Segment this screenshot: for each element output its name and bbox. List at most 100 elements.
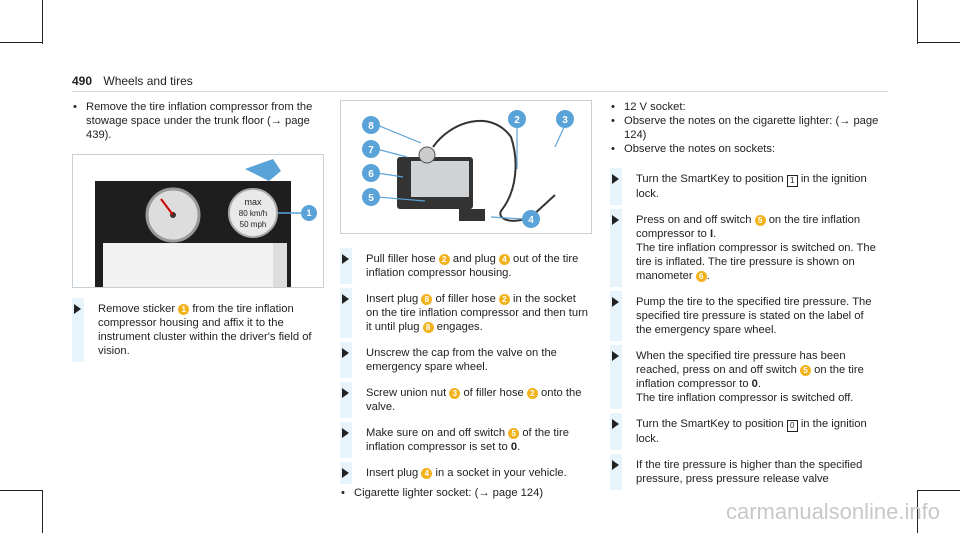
step-text: Insert plug (366, 293, 419, 305)
figure-callout-3: 3 (562, 115, 568, 126)
step-text: . (706, 270, 710, 282)
callout-number: 1 (178, 304, 190, 315)
compressor-illustration: 8 7 6 5 2 3 4 (362, 110, 574, 228)
watermark: carmanualsonline.info (725, 499, 940, 524)
step-text: Turn the SmartKey to position (636, 173, 784, 185)
left-column: Remove the tire inflation compressor fro… (72, 100, 324, 366)
step-text: in the ignition lock. (636, 173, 867, 200)
step-text: out of the tire inflation compressor hou… (366, 253, 579, 279)
page-number: 490 (72, 74, 93, 88)
step-arrow-icon (612, 351, 619, 361)
crop-mark (917, 42, 960, 43)
middle-column: 8 7 6 5 2 3 4 Pull filler hose 2 and plu… (340, 100, 592, 500)
step-text: of the tire inflation compressor is set … (366, 427, 569, 453)
step-text: Insert plug (366, 467, 419, 479)
step-insert-plug-socket: Insert plug 4 in a socket in your vehicl… (340, 462, 590, 484)
gauge-label-mph: 50 mph (240, 220, 267, 229)
step-pull-hose: Pull filler hose 2 and plug 4 out of the… (340, 248, 590, 284)
callout-number: 4 (421, 468, 433, 479)
step-arrow-icon (612, 460, 619, 470)
callout-number: 5 (754, 215, 766, 226)
crop-mark (917, 0, 918, 44)
step-text: in the socket on the tire inflation comp… (366, 293, 589, 333)
callout-number: 2 (498, 294, 510, 305)
step-arrow-icon (612, 419, 619, 429)
step-text: . (757, 378, 762, 390)
step-check-switch: Make sure on and off switch 5 of the tir… (340, 422, 590, 458)
step-insert-plug: Insert plug 8 of filler hose 2 in the so… (340, 288, 590, 338)
step-press-switch-off: When the specified tire pressure has bee… (610, 345, 880, 409)
step-bar (72, 298, 84, 362)
step-text: The tire inflation compressor is switche… (636, 392, 854, 404)
step-text: Unscrew the cap from the valve on the em… (366, 347, 557, 373)
callout-number: 4 (498, 254, 510, 265)
callout-number: 3 (449, 388, 461, 399)
section-title: Wheels and tires (103, 74, 193, 88)
figure-callout-7: 7 (368, 145, 374, 156)
step-bar (610, 345, 622, 409)
instruction-bullet: Observe the notes on sockets: (610, 142, 880, 156)
step-text: Turn the SmartKey to position (636, 418, 784, 430)
step-text: in the ignition lock. (636, 418, 867, 445)
step-turn-key-1: Turn the SmartKey to position 1 in the i… (610, 168, 880, 205)
step-text: in a socket in your vehicle. (435, 467, 567, 479)
instruction-bullet: Observe the notes on the cigarette light… (610, 114, 880, 142)
figure-callout-2: 2 (514, 115, 520, 126)
step-screw-union-nut: Screw union nut 3 of filler hose 2 onto … (340, 382, 590, 418)
step-text: Pull filler hose (366, 253, 436, 265)
callout-number: 5 (508, 428, 520, 439)
step-arrow-icon (612, 174, 619, 184)
step-text: When the specified tire pressure has bee… (636, 350, 846, 376)
instruction-bullet: Cigarette lighter socket: (→ page 124) (340, 486, 590, 500)
step-text: Make sure on and off switch (366, 427, 506, 439)
step-text: on the tire inflation compressor to (636, 364, 864, 390)
step-text: engages. (436, 321, 483, 333)
crop-mark (917, 490, 918, 533)
callout-number: 2 (438, 254, 450, 265)
step-arrow-icon (342, 294, 349, 304)
step-arrow-icon (342, 348, 349, 358)
step-text: of filler hose (463, 387, 524, 399)
step-pump-tire: Pump the tire to the specified tire pres… (610, 291, 880, 341)
step-text: If the tire pressure is higher than the … (636, 459, 863, 485)
compressor-figure: 8 7 6 5 2 3 4 (340, 100, 592, 234)
step-unscrew-cap: Unscrew the cap from the valve on the em… (340, 342, 590, 378)
sticker-figure: max 80 km/h 50 mph 1 (72, 154, 324, 288)
key-position-symbol: 0 (786, 420, 798, 432)
figure-callout-4: 4 (528, 215, 534, 226)
switch-position: 0 (510, 441, 518, 453)
step-text: on the tire inflation compressor to (636, 214, 861, 240)
step-bar (610, 209, 622, 287)
page-header: 490 Wheels and tires (72, 74, 193, 88)
callout-number: 6 (695, 271, 707, 282)
step-text: Pump the tire to the specified tire pres… (636, 296, 872, 336)
step-arrow-icon (342, 428, 349, 438)
step-arrow-icon (612, 297, 619, 307)
callout-number: 5 (799, 365, 811, 376)
gauge-label-kmh: 80 km/h (239, 209, 267, 218)
step-text: of filler hose (435, 293, 496, 305)
step-text: from the tire inflation compressor housi… (98, 303, 312, 357)
figure-callout-5: 5 (368, 193, 374, 204)
callout-number: 8 (422, 322, 434, 333)
step-text: Screw union nut (366, 387, 447, 399)
step-text: onto the valve. (366, 387, 582, 413)
step-remove-sticker: Remove sticker 1 from the tire inflation… (72, 298, 322, 362)
step-press-switch-on: Press on and off switch 5 on the tire in… (610, 209, 880, 287)
switch-position: I (710, 228, 714, 240)
sticker-illustration: max 80 km/h 50 mph 1 (95, 159, 317, 287)
key-position-symbol: 1 (786, 175, 798, 187)
step-arrow-icon (342, 254, 349, 264)
step-text: . (713, 228, 717, 240)
crop-mark (0, 490, 42, 491)
step-turn-key-0: Turn the SmartKey to position 0 in the i… (610, 413, 880, 450)
step-arrow-icon (612, 215, 619, 225)
step-arrow-icon (74, 304, 81, 314)
crop-mark (42, 0, 43, 44)
instruction-bullet: 12 V socket: (610, 100, 880, 114)
figure-callout-1: 1 (306, 208, 311, 218)
instruction-bullet: Remove the tire inflation compressor fro… (72, 100, 322, 142)
switch-position: 0 (751, 378, 758, 390)
crop-mark (0, 42, 42, 43)
header-rule (72, 91, 888, 92)
